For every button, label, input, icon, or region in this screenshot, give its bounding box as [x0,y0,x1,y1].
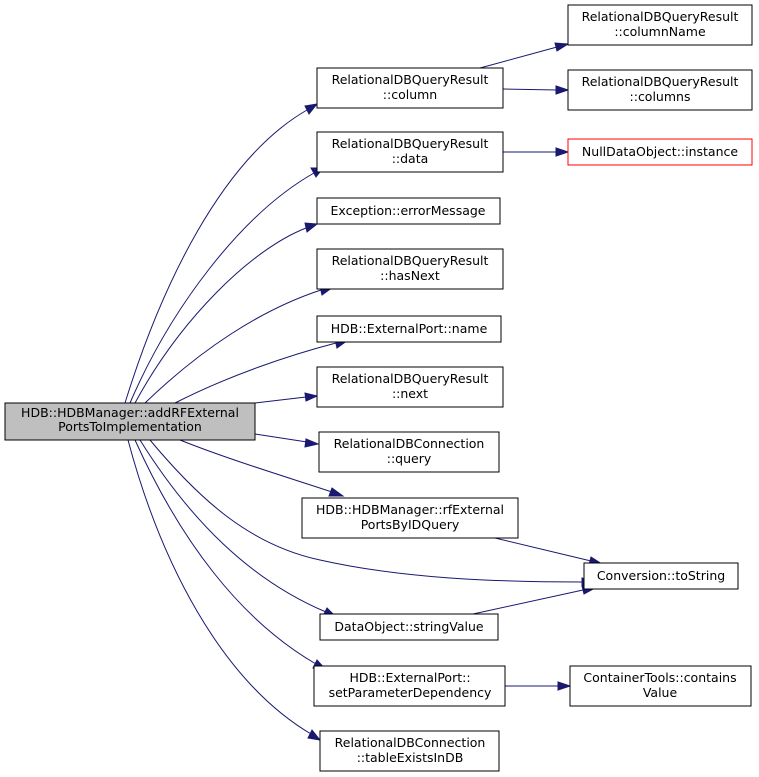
arrowhead-query [304,438,320,448]
node-containsValue[interactable]: ContainerTools::contains Value [569,665,752,707]
edge-root-to-stringValue [139,439,327,613]
node-containsValue-line2: Value [643,685,678,700]
arrowhead-columns [555,85,570,95]
node-setParam[interactable]: HDB::ExternalPort:: setParameterDependen… [313,665,506,707]
arrowhead-errorMessage [304,222,319,233]
arrowhead-containsValue [557,681,572,691]
node-data-line2: ::data [392,151,429,166]
node-columnName-line1: RelationalDBQueryResult [582,9,739,24]
node-query[interactable]: RelationalDBConnection ::query [318,431,500,473]
node-hasNext-line1: RelationalDBQueryResult [332,253,489,268]
edge-root-to-rfExternal [179,439,333,493]
node-column[interactable]: RelationalDBQueryResult ::column [316,67,504,109]
node-errorMessage[interactable]: Exception::errorMessage [316,197,501,225]
node-query-line2: ::query [387,451,432,466]
node-columns-line1: RelationalDBQueryResult [582,74,739,89]
edge-column-to-columns [502,88,558,91]
node-next-line1: RelationalDBQueryResult [332,371,489,386]
node-hasNext-line2: ::hasNext [380,268,440,283]
edge-root-to-tableExists [127,439,312,735]
node-setParam-line2: setParameterDependency [329,685,492,700]
node-containsValue-line1: ContainerTools::contains [583,670,736,685]
node-setParam-line1: HDB::ExternalPort:: [349,670,470,685]
node-root[interactable]: HDB::HDBManager::addRFExternal PortsToIm… [4,402,256,441]
node-columns-line2: ::columns [630,89,691,104]
edge-root-to-query [254,433,308,443]
arrowhead-tableExists [307,729,322,741]
node-nullInstance[interactable]: NullDataObject::instance [567,138,753,166]
edge-root-to-name [174,342,337,404]
edge-rfExternal-to-toString [494,537,592,562]
node-tableExists[interactable]: RelationalDBConnection ::tableExistsInDB [319,730,500,772]
node-root-line2: PortsToImplementation [58,419,202,434]
arrowhead-rfExternal [328,487,345,497]
node-next[interactable]: RelationalDBQueryResult ::next [316,366,504,408]
node-hasNext[interactable]: RelationalDBQueryResult ::hasNext [316,248,504,290]
node-column-line2: ::column [383,87,437,102]
node-tableExists-line2: ::tableExistsInDB [357,750,464,765]
edge-stringValue-to-toString [472,589,584,615]
node-nullInstance-line1: NullDataObject::instance [582,144,738,159]
node-data[interactable]: RelationalDBQueryResult ::data [316,131,504,173]
node-rfExternal[interactable]: HDB::HDBManager::rfExternal PortsByIDQue… [301,497,519,539]
node-query-line1: RelationalDBConnection [334,436,485,451]
arrowhead-columnName [554,42,570,52]
arrowhead-next [304,392,319,402]
node-column-line1: RelationalDBQueryResult [332,72,489,87]
node-columnName-line2: ::columnName [614,24,706,39]
node-name-line1: HDB::ExternalPort::name [331,321,488,336]
edge-root-to-next [254,396,307,404]
node-stringValue-line1: DataObject::stringValue [334,619,483,634]
node-rfExternal-line1: HDB::HDBManager::rfExternal [316,502,504,517]
node-columns[interactable]: RelationalDBQueryResult ::columns [567,69,753,111]
arrowhead-column [304,103,319,115]
edge-root-to-errorMessage [134,227,307,404]
edges [124,46,592,735]
node-rfExternal-line2: PortsByIDQuery [361,517,460,532]
node-name[interactable]: HDB::ExternalPort::name [316,315,502,343]
node-toString-line1: Conversion::toString [597,568,725,583]
node-toString[interactable]: Conversion::toString [583,562,739,590]
edge-root-to-setParam [134,439,317,665]
arrowhead-nullInstance [555,147,570,157]
edge-root-to-toString [149,439,583,583]
node-columnName[interactable]: RelationalDBQueryResult ::columnName [567,4,753,46]
node-data-line1: RelationalDBQueryResult [332,136,489,151]
edge-column-to-columnName [479,46,558,69]
edge-root-to-column [124,109,308,404]
node-root-line1: HDB::HDBManager::addRFExternal [21,405,239,420]
node-stringValue[interactable]: DataObject::stringValue [319,613,499,641]
node-tableExists-line1: RelationalDBConnection [335,735,486,750]
node-next-line2: ::next [392,386,428,401]
edge-root-to-hasNext [144,289,322,404]
edge-root-to-data [129,172,315,404]
node-errorMessage-line1: Exception::errorMessage [331,203,486,218]
